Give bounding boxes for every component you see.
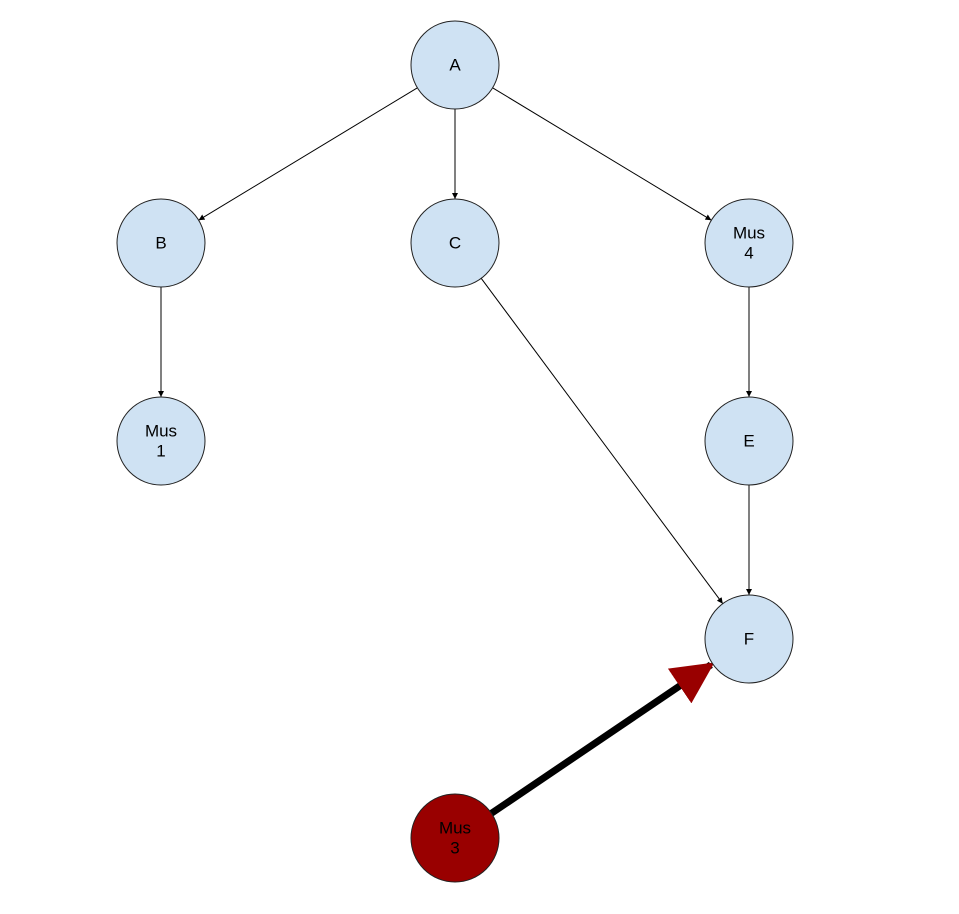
node-label: Mus bbox=[439, 819, 471, 838]
node-label: F bbox=[744, 630, 754, 649]
node-circle bbox=[704, 594, 794, 684]
node-label: Mus bbox=[733, 224, 765, 243]
node-label: E bbox=[743, 432, 754, 451]
node-circle bbox=[704, 198, 794, 288]
node-label: 4 bbox=[744, 244, 753, 263]
node-label: 1 bbox=[156, 442, 165, 461]
node-f: F bbox=[704, 594, 794, 684]
node-b: B bbox=[116, 198, 206, 288]
edge-a-to-b bbox=[198, 87, 418, 221]
edge-c-to-f bbox=[480, 278, 724, 604]
node-circle bbox=[116, 396, 206, 486]
edge-a-to-mus4 bbox=[492, 87, 712, 221]
edges-layer bbox=[158, 87, 752, 817]
node-a: A bbox=[410, 20, 500, 110]
node-label: A bbox=[449, 56, 461, 75]
node-circle bbox=[410, 20, 500, 110]
node-c: C bbox=[410, 198, 500, 288]
node-label: C bbox=[449, 234, 461, 253]
node-circle bbox=[704, 396, 794, 486]
edge-mus3-to-f bbox=[488, 661, 715, 817]
node-circle bbox=[410, 198, 500, 288]
node-e: E bbox=[704, 396, 794, 486]
node-circle bbox=[410, 793, 500, 883]
node-label: 3 bbox=[450, 839, 459, 858]
node-circle bbox=[116, 198, 206, 288]
node-label: B bbox=[155, 234, 166, 253]
node-label: Mus bbox=[145, 422, 177, 441]
